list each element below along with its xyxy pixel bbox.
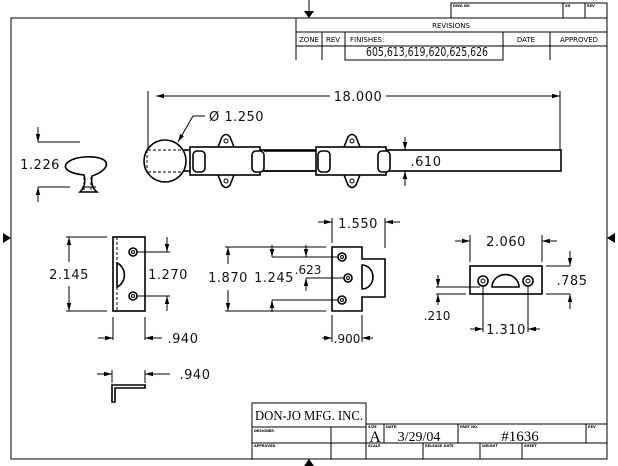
date-column-header: DATE — [517, 36, 535, 44]
company-name: DON-JO MFG. INC. — [255, 409, 363, 424]
designer-label: DESIGNER — [254, 429, 274, 433]
approved-label: APPROVED — [254, 444, 276, 448]
approved-column-header: APPROVED — [560, 36, 598, 44]
bolt-length-dim: 18.000 — [334, 90, 383, 105]
floor-strike-width-dim: 2.060 — [486, 235, 526, 250]
rev-column-header: REV — [326, 36, 340, 44]
strike-width-dim: .940 — [168, 332, 199, 347]
strike-hole-spacing-dim: 1.270 — [148, 268, 188, 283]
zone-column-header: ZONE — [299, 36, 319, 44]
keeper-flange-dim: .900 — [334, 332, 361, 346]
date-label: DATE: — [386, 425, 398, 429]
center-mark-bottom — [304, 459, 314, 466]
finishes-label: FINISHES: — [350, 36, 384, 44]
dwg-no-label: DWG NO — [453, 4, 470, 8]
weight-label: WEIGHT — [482, 444, 498, 448]
keeper-height-dim: 1.870 — [208, 271, 248, 286]
keeper-width-dim: 1.550 — [338, 217, 378, 232]
floor-strike-hole-offset-dim: .210 — [424, 309, 451, 323]
sh-label: SH — [565, 4, 571, 8]
keeper-hole-offset-dim: .623 — [295, 263, 322, 277]
size-value: A — [369, 429, 381, 446]
revisions-block: DWG NO SH REV REVISIONS ZONE REV FINISHE… — [295, 2, 608, 61]
angle-strike-view: .940 — [97, 368, 211, 403]
rev-label: REV — [588, 425, 596, 429]
center-mark-left — [3, 233, 11, 243]
bolt-view: 18.000 Ø 1.250 .610 — [143, 90, 562, 189]
date-value: 3/29/04 — [398, 430, 441, 445]
revisions-title: REVISIONS — [432, 22, 470, 30]
floor-strike-hole-spacing-dim: 1.310 — [486, 323, 526, 338]
keeper-hole-span-dim: 1.245 — [254, 271, 294, 286]
bolt-diameter-dim: Ø 1.250 — [209, 110, 264, 125]
center-mark-right — [607, 233, 615, 243]
finishes-value: 605,613,619,620,625,626 — [366, 45, 488, 59]
size-label: SIZE — [368, 425, 377, 429]
knob-outline — [64, 156, 108, 193]
part-no-label: PART NO. — [460, 425, 478, 429]
part-no-value: #1636 — [501, 429, 539, 445]
strike-plate-view: 2.145 1.270 .940 — [49, 236, 199, 347]
center-mark-top — [304, 0, 314, 18]
scale-label: SCALE — [368, 444, 381, 448]
rev-top-label: REV — [587, 4, 595, 8]
keeper-view: 1.550 1.870 1.245 .623 .900 — [208, 217, 400, 346]
title-block: DON-JO MFG. INC. DESIGNER APPROVED SIZE … — [251, 402, 607, 459]
bolt-thickness-dim: .610 — [411, 155, 442, 170]
sheet-label: SHEET — [524, 444, 537, 448]
knob-view: 1.226 — [20, 127, 108, 202]
angle-strike-width-dim: .940 — [180, 368, 211, 383]
knob-height-dim: 1.226 — [20, 158, 60, 173]
release-date-label: RELEASE DATE — [425, 444, 454, 448]
strike-height-dim: 2.145 — [49, 268, 89, 283]
floor-strike-view: 2.060 .785 .210 1.310 — [424, 235, 588, 338]
floor-strike-height-dim: .785 — [557, 274, 588, 289]
